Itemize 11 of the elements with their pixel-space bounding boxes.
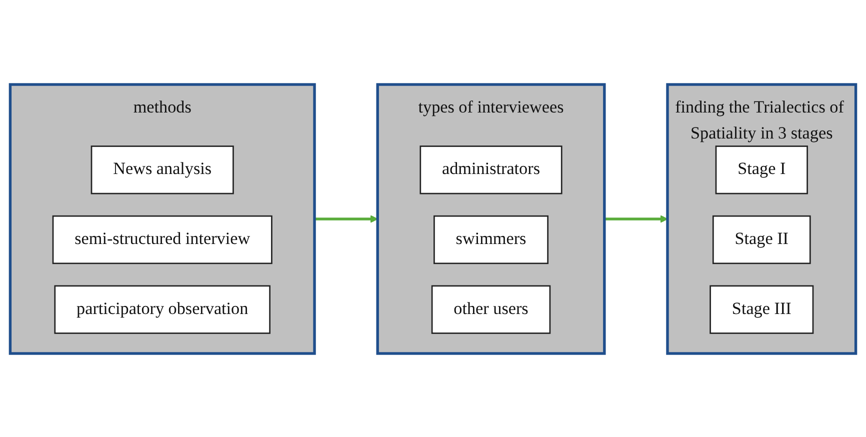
arrow bbox=[314, 214, 378, 222]
node-box: swimmers bbox=[434, 214, 548, 264]
node-box: semi-structured interview bbox=[52, 214, 272, 264]
node-box: administrators bbox=[420, 145, 562, 194]
node-box: Stage II bbox=[712, 214, 811, 264]
node-box: News analysis bbox=[90, 145, 234, 194]
node-box: participatory observation bbox=[54, 284, 270, 334]
node-box: Stage I bbox=[715, 145, 808, 194]
arrow bbox=[604, 214, 668, 222]
node-box: other users bbox=[431, 284, 551, 334]
node-box: Stage III bbox=[710, 284, 814, 334]
